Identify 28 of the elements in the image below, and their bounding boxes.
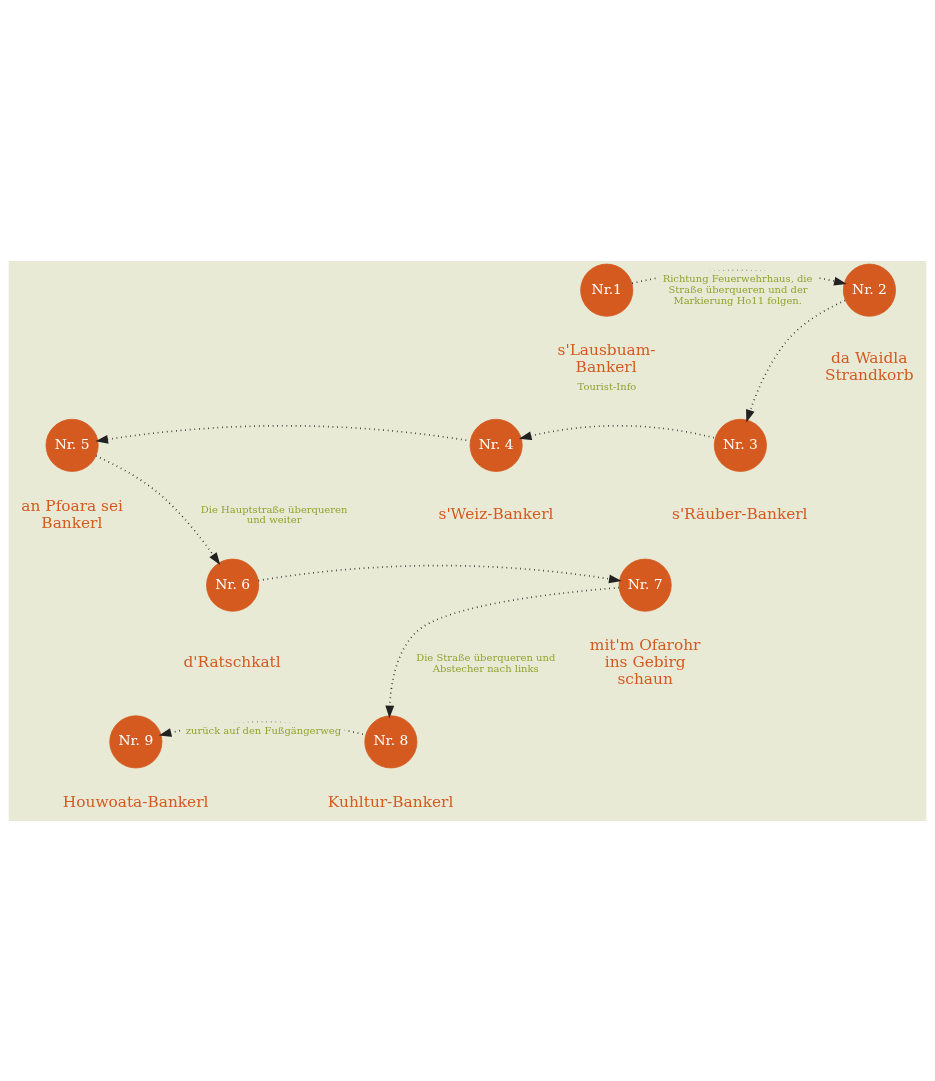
node-circle: Nr. 2 <box>842 263 896 317</box>
node-label: d'Ratschkatl <box>183 652 281 671</box>
arrow <box>385 586 620 718</box>
node-label: mit'm Ofarohr ins Gebirg schaun <box>589 635 701 688</box>
node-label: da Waidla Strandkorb <box>824 348 914 384</box>
arrow <box>518 424 716 440</box>
edge-label: Die Hauptstraße überqueren und weiter <box>200 503 348 525</box>
arrow <box>257 564 622 583</box>
arrow <box>95 454 221 565</box>
node-circle: Nr. 9 <box>109 714 163 768</box>
node-label: s'Räuber-Bankerl <box>672 504 808 523</box>
node-circle: Nr. 8 <box>364 714 418 768</box>
node-circle: Nr. 3 <box>713 418 767 472</box>
node-circle: Nr. 4 <box>469 418 523 472</box>
node-circle: Nr.1 <box>580 263 634 317</box>
node-label: s'Lausbuam-Bankerl <box>557 340 656 376</box>
node-label: Kuhltur-Bankerl <box>327 792 454 811</box>
node-circle: Nr. 7 <box>618 558 672 612</box>
edge-label: Die Straße überqueren und Abstecher nach links <box>416 651 556 674</box>
node-circle: Nr. 5 <box>45 418 99 472</box>
node-circle: Nr. 6 <box>206 558 260 612</box>
node-label: s'Weiz-Bankerl <box>438 504 554 523</box>
node-label: Tourist-Info <box>577 380 637 392</box>
arrow <box>746 299 846 422</box>
node-label: Houwoata-Bankerl <box>62 792 209 811</box>
node-label: an Pfoara sei Bankerl <box>21 496 124 532</box>
edge-label: zurück auf den Fußgängerweg <box>185 724 342 736</box>
edge-label: Richtung Feuerwehrhaus, die Straße überqueren und der Markierung Ho11 folgen. <box>662 272 813 306</box>
